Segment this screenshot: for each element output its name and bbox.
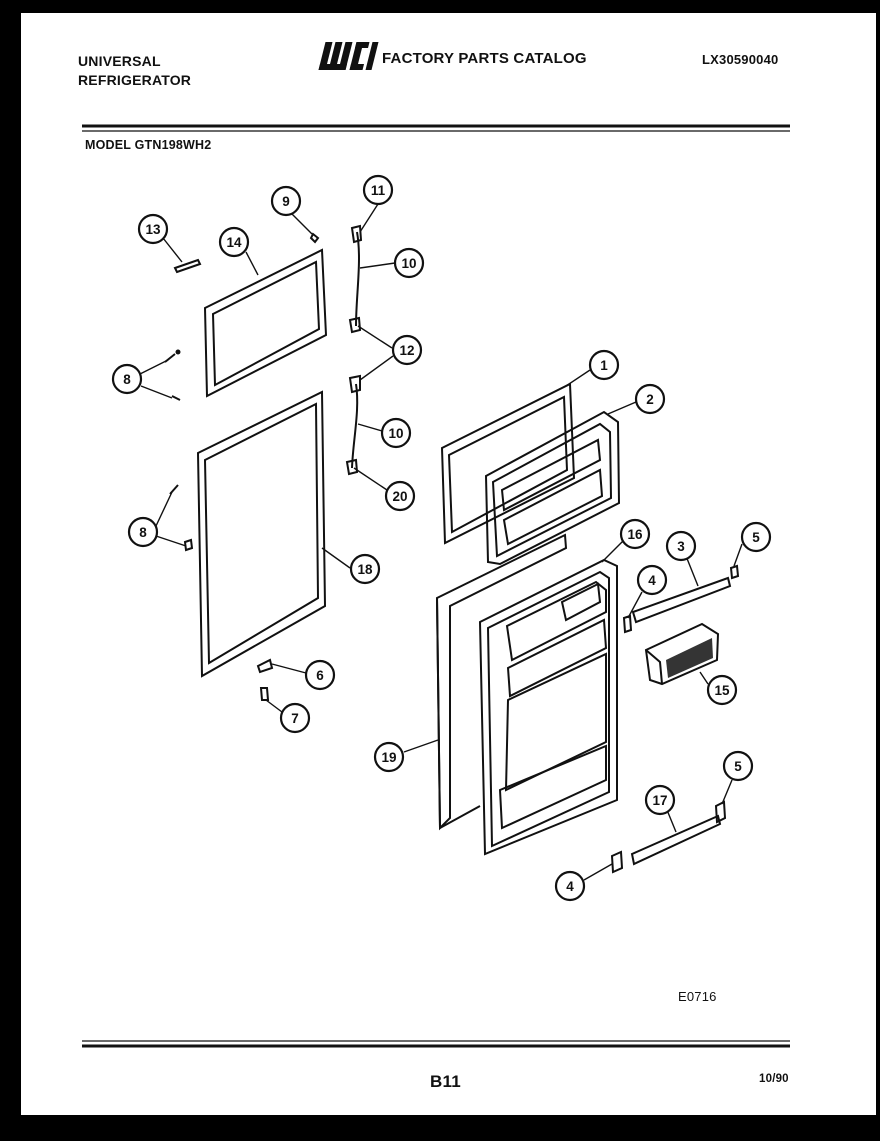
callout-8-lower: 8 [127, 516, 159, 548]
part-10-door-closer-lower [345, 374, 361, 476]
svg-text:11: 11 [371, 183, 386, 198]
callout-17: 17 [644, 784, 676, 816]
svg-text:15: 15 [714, 683, 730, 698]
callout-11: 11 [362, 174, 394, 206]
callout-10-upper: 10 [393, 247, 425, 279]
wci-logo [318, 42, 379, 70]
svg-text:3: 3 [677, 539, 685, 554]
callout-5-upper: 5 [740, 521, 772, 553]
svg-text:14: 14 [226, 235, 242, 250]
callout-9: 9 [270, 185, 302, 217]
callout-2: 2 [634, 383, 666, 415]
svg-text:12: 12 [399, 343, 414, 358]
part-16-fresh-food-door-liner [478, 558, 618, 856]
callout-4-lower: 4 [554, 870, 586, 902]
part-18-fresh-food-gasket [196, 390, 327, 678]
callout-8-upper: 8 [111, 363, 143, 395]
callout-10-lower: 10 [380, 417, 412, 449]
callout-7: 7 [279, 702, 311, 734]
svg-text:17: 17 [652, 793, 667, 808]
part-14-freezer-gasket [203, 248, 328, 398]
svg-text:18: 18 [357, 562, 373, 577]
part-8-hinge-pin-upper [164, 349, 181, 401]
svg-text:6: 6 [316, 668, 324, 683]
svg-text:16: 16 [627, 527, 643, 542]
part-15-dairy-compartment [644, 622, 720, 686]
svg-text:2: 2 [646, 392, 654, 407]
part-7-bushing [259, 687, 270, 701]
catalog-title: FACTORY PARTS CATALOG [382, 50, 587, 67]
callout-3: 3 [665, 530, 697, 562]
svg-text:10: 10 [401, 256, 416, 271]
svg-text:4: 4 [566, 879, 574, 894]
callout-5-lower: 5 [722, 750, 754, 782]
brand-line-2: REFRIGERATOR [78, 72, 192, 88]
svg-text:4: 4 [648, 573, 656, 588]
callout-12: 12 [391, 334, 423, 366]
svg-text:13: 13 [145, 222, 161, 237]
callout-16: 16 [619, 518, 651, 550]
part-9-screw [309, 232, 320, 244]
part-19-fresh-food-door-gasket [435, 533, 568, 831]
part-3-door-shelf-bar [631, 576, 732, 624]
svg-text:7: 7 [291, 711, 299, 726]
svg-text:19: 19 [381, 750, 396, 765]
callout-14: 14 [218, 226, 250, 258]
part-5-shelf-end-cap-upper [729, 564, 740, 580]
part-2-freezer-door-liner [484, 410, 621, 566]
brand-line-1: UNIVERSAL [78, 53, 161, 69]
svg-text:10: 10 [388, 426, 403, 441]
part-6-door-stop [256, 658, 274, 674]
page-number: B11 [430, 1072, 461, 1091]
svg-text:5: 5 [752, 530, 760, 545]
callout-4-upper: 4 [636, 564, 668, 596]
svg-text:1: 1 [600, 358, 608, 373]
callout-20: 20 [384, 480, 416, 512]
callout-15: 15 [706, 674, 738, 706]
part-8-hinge-pin-lower [169, 484, 194, 552]
svg-text:8: 8 [123, 372, 131, 387]
figure-code: E0716 [678, 989, 717, 1004]
paper-sheet [21, 13, 876, 1115]
part-4-shelf-end-cap-lower [610, 850, 624, 874]
part-10-door-closer-upper [348, 224, 363, 334]
callout-19: 19 [373, 741, 405, 773]
callout-13: 13 [137, 213, 169, 245]
callout-18: 18 [349, 553, 381, 585]
callout-6: 6 [304, 659, 336, 691]
svg-text:9: 9 [282, 194, 290, 209]
leader-lines [139, 203, 743, 881]
model-number: MODEL GTN198WH2 [85, 138, 212, 152]
svg-text:5: 5 [734, 759, 742, 774]
part-13-handle-trim [173, 258, 202, 274]
part-17-door-shelf-bar-lower [630, 814, 722, 866]
part-1-freezer-door-gasket [440, 382, 576, 545]
callout-1: 1 [588, 349, 620, 381]
part-4-shelf-end-cap-upper [622, 614, 633, 634]
svg-text:20: 20 [392, 489, 407, 504]
revision-date: 10/90 [759, 1073, 789, 1085]
catalog-number: LX30590040 [702, 52, 779, 67]
part-5-shelf-end-cap-lower [714, 800, 727, 824]
svg-text:8: 8 [139, 525, 147, 540]
